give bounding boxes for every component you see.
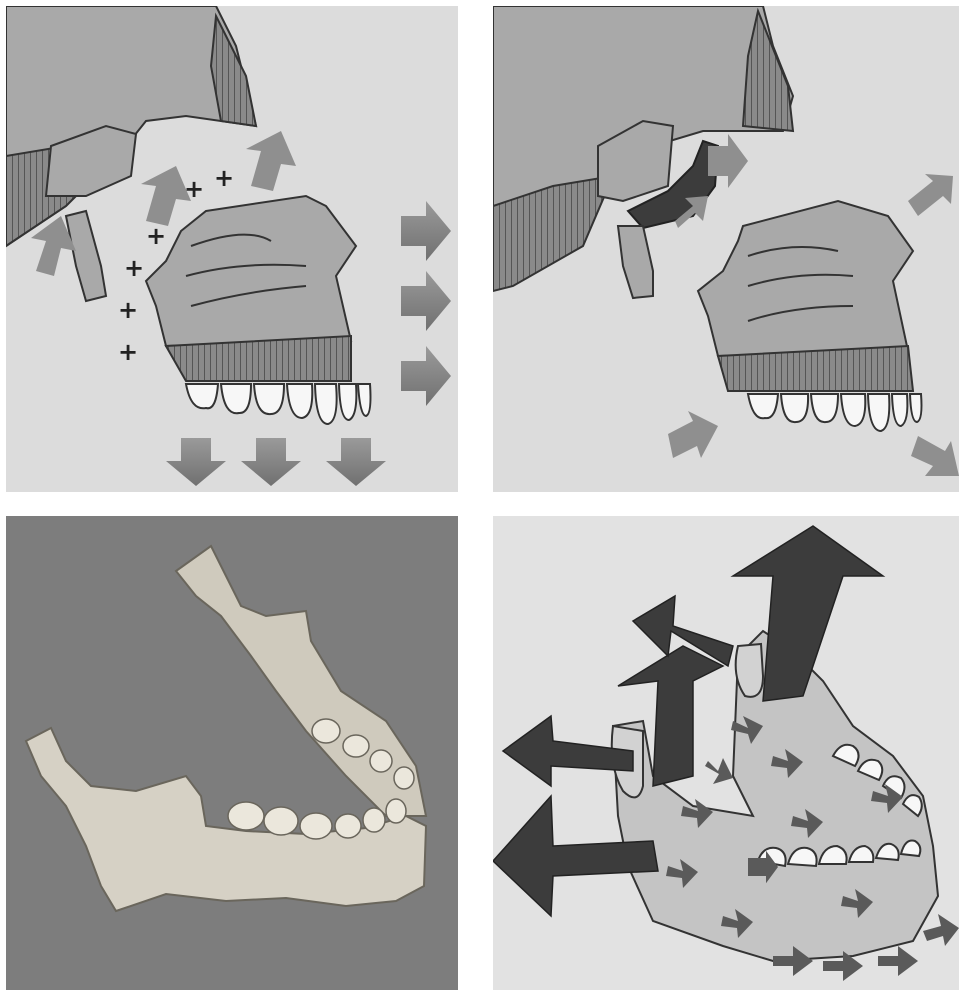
plus-sign-icon: + bbox=[146, 222, 166, 250]
arrow-right-icon bbox=[401, 201, 451, 406]
mandible-growth-vectors-panel bbox=[493, 516, 959, 990]
plus-sign-icon: + bbox=[124, 254, 144, 282]
plus-sign-icon: + bbox=[118, 296, 138, 324]
maxilla-displacement-diagram: + + + + + + + bbox=[6, 6, 458, 492]
mandible-photo bbox=[6, 516, 458, 990]
plus-sign-icon: + bbox=[214, 164, 234, 192]
maxilla-sutural-growth-panel bbox=[493, 6, 959, 492]
condyle-far bbox=[736, 644, 763, 697]
mandible-growth-vectors-diagram bbox=[493, 516, 959, 990]
maxilla-sutural-growth-diagram bbox=[493, 6, 959, 492]
maxilla-displacement-panel: + + + + + + + bbox=[6, 6, 458, 492]
arrow-down-icon bbox=[166, 438, 386, 486]
mandible-bone-photo-panel bbox=[6, 516, 458, 990]
plus-sign-icon: + bbox=[184, 175, 204, 203]
